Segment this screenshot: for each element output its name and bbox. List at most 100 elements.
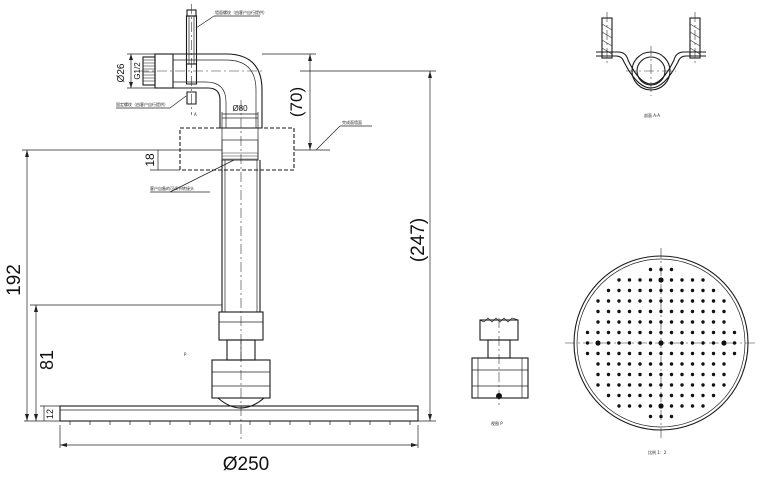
nozzle-hole xyxy=(606,341,611,345)
nozzle-hole xyxy=(722,330,726,335)
dim-d192: 192 xyxy=(4,264,25,296)
nozzle-hole xyxy=(722,383,726,387)
nozzle-hole xyxy=(722,320,726,324)
nozzle-hole xyxy=(701,309,705,314)
ball-joint-connector xyxy=(211,311,271,409)
nozzle-hole xyxy=(669,383,674,387)
nozzle-hole xyxy=(659,372,663,377)
nozzle-hole xyxy=(722,351,726,356)
nozzle-hole xyxy=(701,288,705,293)
nozzle-hole xyxy=(659,383,663,387)
nozzle-hole xyxy=(627,320,632,324)
nozzle-hole xyxy=(617,393,621,398)
view-p: 视图 P xyxy=(471,317,529,426)
nozzle-hole xyxy=(658,277,664,283)
nozzle-hole xyxy=(690,372,695,377)
nozzle-hole xyxy=(669,309,674,314)
nozzle-hole xyxy=(680,341,684,345)
nozzle-hole xyxy=(711,299,716,303)
nozzle-hole xyxy=(659,351,663,356)
nozzle-hole xyxy=(606,320,611,324)
nozzle-hole xyxy=(596,362,600,366)
nozzle-hole xyxy=(648,383,653,387)
nozzle-hole xyxy=(638,320,642,324)
nozzle-hole xyxy=(627,278,632,282)
nozzle-hole xyxy=(606,393,611,398)
nozzle-hole xyxy=(711,330,716,335)
nozzle-hole xyxy=(680,383,684,387)
nozzle-hole xyxy=(606,309,611,314)
nozzle-hole xyxy=(721,340,727,346)
nozzle-hole xyxy=(627,393,632,398)
nozzle-hole xyxy=(701,383,705,387)
nozzle-hole xyxy=(648,330,653,335)
nozzle-hole xyxy=(627,341,632,345)
nozzle-hole xyxy=(617,351,621,356)
nozzle-hole xyxy=(711,320,716,324)
dim-d12: 12 xyxy=(45,409,55,419)
nozzle-hole xyxy=(638,372,642,377)
nozzle-hole xyxy=(638,330,642,335)
nozzle-hole xyxy=(648,414,653,419)
dim-g12: G1/2 xyxy=(133,62,142,80)
nozzle-hole xyxy=(701,393,705,398)
nozzle-hole xyxy=(669,372,674,377)
nozzle-hole xyxy=(669,351,674,356)
dim-d26: Ø26 xyxy=(116,63,127,82)
nozzle-hole xyxy=(596,309,600,314)
dim-d18: 18 xyxy=(143,153,157,167)
nozzle-hole xyxy=(732,341,737,345)
nozzle-hole xyxy=(669,299,674,303)
nozzle-hole xyxy=(680,299,684,303)
nozzle-hole xyxy=(648,404,653,408)
nozzle-hole xyxy=(648,299,653,303)
nozzle-hole xyxy=(627,404,632,408)
nozzle-hole xyxy=(669,341,674,345)
nozzle-hole xyxy=(711,383,716,387)
nozzle-hole xyxy=(595,340,601,346)
nozzle-hole xyxy=(638,404,642,408)
nozzle-hole xyxy=(638,351,642,356)
nozzle-hole xyxy=(617,404,621,408)
nozzle-hole xyxy=(659,320,663,324)
nozzle-hole xyxy=(701,372,705,377)
nozzle-hole xyxy=(690,320,695,324)
nozzle-hole xyxy=(659,393,663,398)
nozzle-hole xyxy=(659,299,663,303)
nozzle-hole xyxy=(690,404,695,408)
nozzle-hole xyxy=(690,393,695,398)
nozzle-hole xyxy=(627,362,632,366)
nozzle-hole xyxy=(606,362,611,366)
nozzle-hole xyxy=(690,299,695,303)
nozzle-hole xyxy=(701,362,705,366)
nozzle-hole xyxy=(648,278,653,282)
nozzle-hole xyxy=(617,288,621,293)
nozzle-hole xyxy=(596,330,600,335)
nozzle-hole xyxy=(669,320,674,324)
nozzle-hole xyxy=(711,309,716,314)
nozzle-hole xyxy=(596,372,600,377)
note-finished-wall: 完成面墙面 xyxy=(342,119,362,125)
nozzle-hole xyxy=(617,299,621,303)
nozzle-hole xyxy=(680,330,684,335)
nozzle-hole xyxy=(658,403,664,409)
nozzle-hole xyxy=(680,372,684,377)
nozzle-hole xyxy=(711,341,716,345)
nozzle-hole xyxy=(690,309,695,314)
nozzle-hole xyxy=(669,278,674,282)
nozzle-hole xyxy=(648,393,653,398)
nozzle-hole xyxy=(648,341,653,345)
nozzle-hole xyxy=(680,278,684,282)
nozzle-hole xyxy=(669,362,674,366)
nozzle-hole xyxy=(690,362,695,366)
nozzle-hole xyxy=(711,362,716,366)
nozzle-hole xyxy=(648,351,653,356)
nozzle-hole xyxy=(648,267,653,272)
nozzle-hole xyxy=(701,330,705,335)
nozzle-hole xyxy=(617,278,621,282)
nozzle-hole xyxy=(638,288,642,293)
nozzle-hole xyxy=(680,288,684,293)
nozzle-hole xyxy=(680,320,684,324)
nozzle-hole xyxy=(606,299,611,303)
